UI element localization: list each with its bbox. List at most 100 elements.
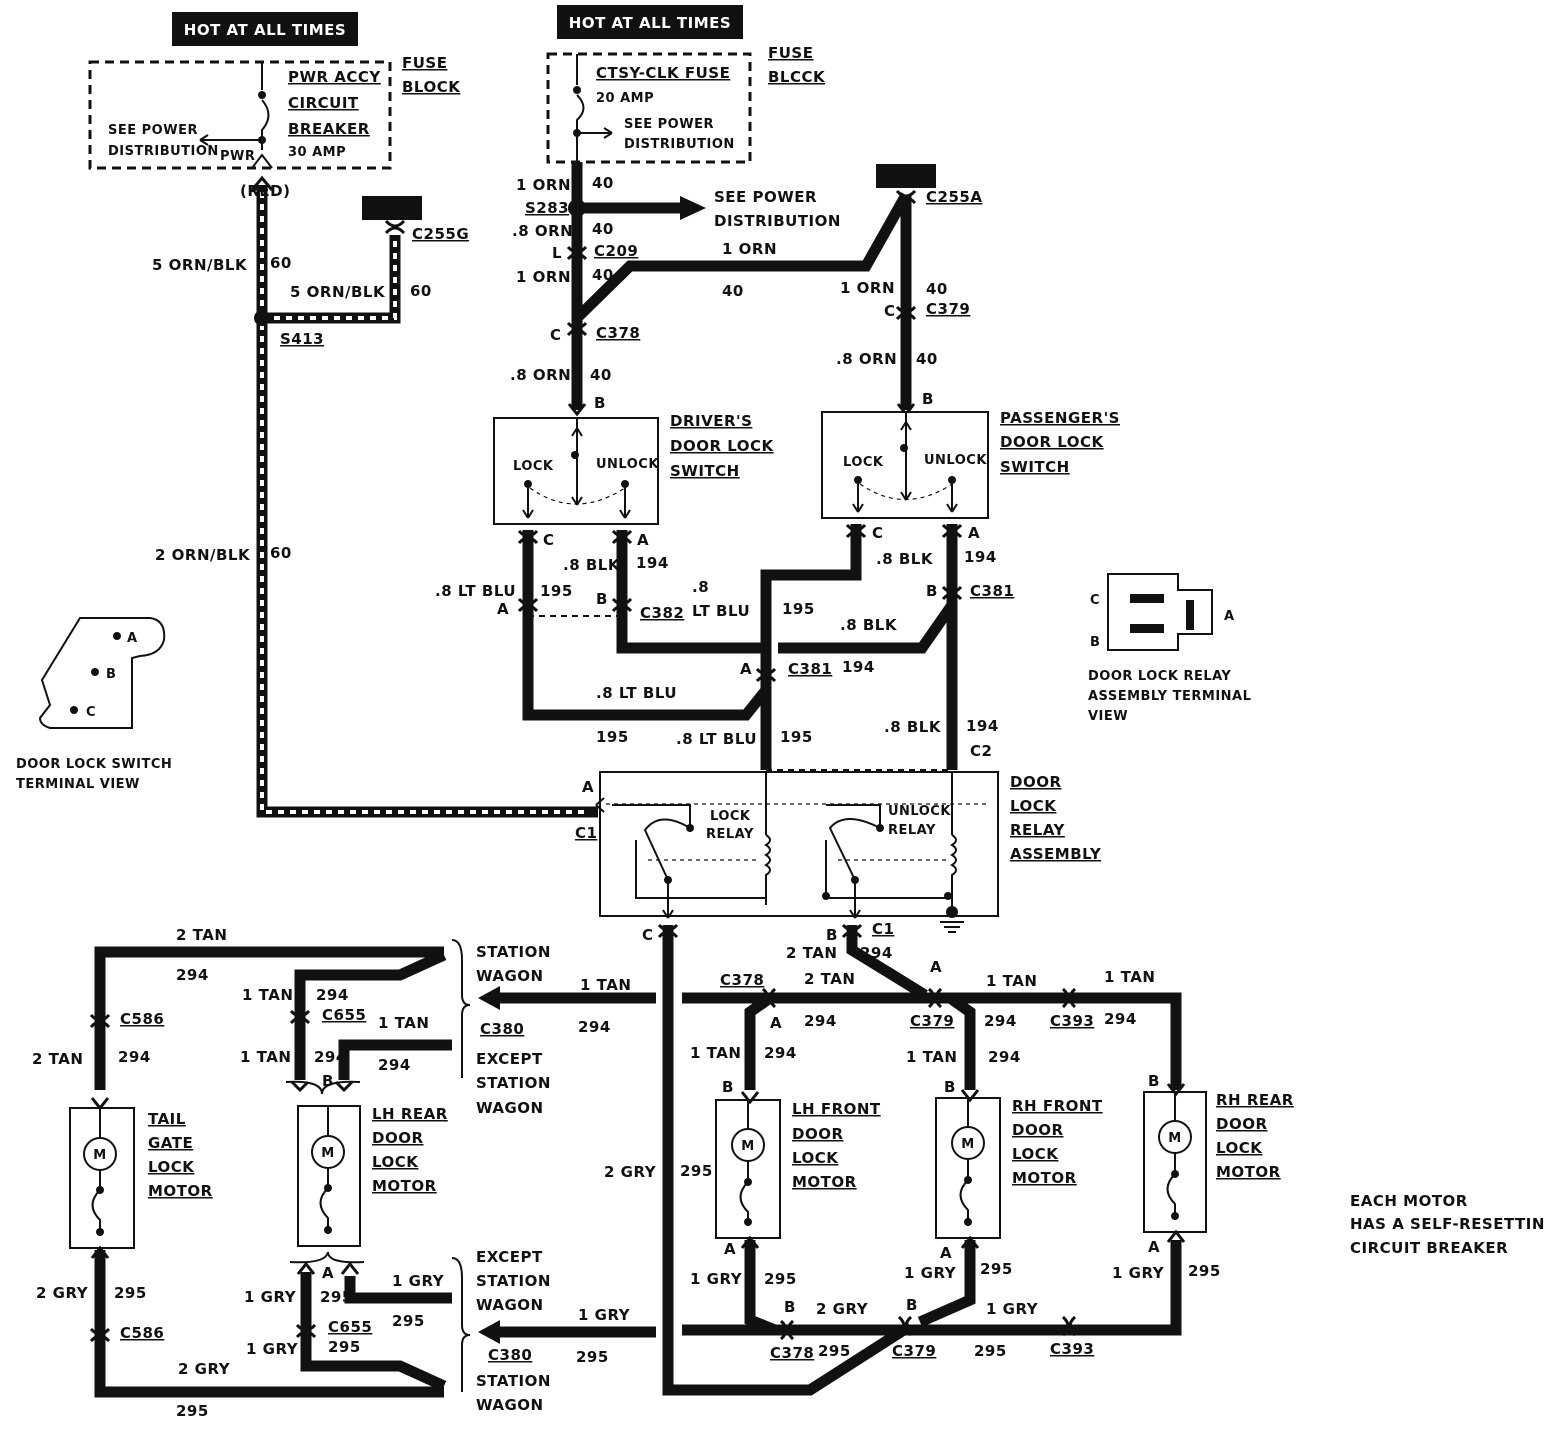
fuse-block-label-left: FUSE (402, 54, 447, 72)
svg-text:RELAY: RELAY (706, 827, 754, 842)
svg-text:WAGON: WAGON (476, 1099, 544, 1117)
c379-label-mid: C379 (910, 1012, 954, 1030)
c378-label-bottom: C378 (770, 1344, 814, 1362)
svg-text:DISTRIBUTION: DISTRIBUTION (624, 137, 735, 152)
svg-text:HOT AT ALL TIMES: HOT AT ALL TIMES (184, 21, 346, 39)
drivers-switch-label-1: DRIVER'S (670, 412, 752, 430)
svg-text:EXCEPT: EXCEPT (476, 1050, 543, 1068)
svg-text:40: 40 (592, 220, 614, 238)
svg-text:SEE POWER: SEE POWER (714, 188, 817, 206)
svg-text:295: 295 (114, 1284, 147, 1302)
svg-text:LOCK: LOCK (1216, 1139, 1263, 1157)
svg-text:.8 ORN: .8 ORN (512, 222, 573, 240)
svg-text:2 TAN: 2 TAN (32, 1050, 83, 1068)
ctsy-clk-fuse-label: CTSY-CLK FUSE (596, 64, 730, 82)
svg-text:B: B (1090, 635, 1100, 650)
svg-text:C: C (86, 705, 96, 720)
svg-text:DOOR: DOOR (792, 1125, 844, 1143)
svg-text:WAGON: WAGON (476, 967, 544, 985)
svg-text:A: A (724, 1240, 736, 1258)
hot-at-all-times-left: HOT AT ALL TIMES (172, 12, 358, 46)
svg-text:TERMINAL VIEW: TERMINAL VIEW (16, 777, 140, 792)
c381-label-center: C381 (788, 660, 832, 678)
svg-text:1 GRY: 1 GRY (690, 1270, 743, 1288)
svg-text:STATION: STATION (476, 1272, 551, 1290)
c378-label-top: C378 (596, 324, 640, 342)
svg-text:LOCK: LOCK (1012, 1145, 1059, 1163)
svg-text:B: B (596, 590, 608, 608)
svg-text:.8 BLK: .8 BLK (563, 556, 621, 574)
svg-text:.8 LT BLU: .8 LT BLU (435, 582, 516, 600)
svg-text:EACH MOTOR: EACH MOTOR (1350, 1192, 1468, 1210)
svg-text:PWR: PWR (220, 149, 255, 164)
svg-text:MOTOR: MOTOR (148, 1182, 213, 1200)
passengers-switch-label-1: PASSENGER'S (1000, 409, 1120, 427)
svg-text:20 AMP: 20 AMP (596, 91, 654, 106)
c378-label-mid: C378 (720, 971, 764, 989)
circuit-breaker-note: EACH MOTOR HAS A SELF-RESETTING CIRCUIT … (1350, 1192, 1544, 1257)
svg-text:60: 60 (410, 282, 432, 300)
svg-text:B: B (926, 582, 938, 600)
breaker-label-2: CIRCUIT (288, 94, 359, 112)
svg-text:294: 294 (1104, 1010, 1137, 1028)
svg-text:60: 60 (270, 254, 292, 272)
svg-text:294: 294 (118, 1048, 151, 1066)
svg-text:295: 295 (328, 1338, 361, 1356)
svg-text:294: 294 (804, 1012, 837, 1030)
svg-text:.8 LT BLU: .8 LT BLU (676, 730, 757, 748)
svg-text:A: A (582, 778, 594, 796)
power-feed-wiring: (RED) 5 ORN/BLK 60 5 ORN/BLK 60 C255G S4… (152, 162, 982, 818)
svg-text:C2: C2 (970, 742, 992, 760)
svg-text:C: C (872, 524, 884, 542)
svg-text:A: A (637, 531, 649, 549)
svg-text:C: C (1090, 593, 1100, 608)
svg-text:HOT AT ALL TIMES: HOT AT ALL TIMES (569, 14, 731, 32)
svg-text:A: A (1224, 609, 1235, 624)
svg-text:195: 195 (596, 728, 629, 746)
svg-text:.8 BLK: .8 BLK (840, 616, 898, 634)
svg-text:295: 295 (680, 1162, 713, 1180)
svg-text:LH REAR: LH REAR (372, 1105, 448, 1123)
svg-text:B: B (922, 390, 934, 408)
breaker-amp: 30 AMP (288, 145, 346, 160)
fuse-block-label-right: FUSE (768, 44, 813, 62)
svg-text:2 GRY: 2 GRY (604, 1163, 657, 1181)
svg-text:294: 294 (316, 986, 349, 1004)
svg-text:B: B (1148, 1072, 1160, 1090)
svg-text:40: 40 (722, 282, 744, 300)
svg-text:295: 295 (818, 1342, 851, 1360)
svg-text:RH REAR: RH REAR (1216, 1091, 1294, 1109)
c655-label-bottom: C655 (328, 1318, 372, 1336)
svg-text:DOOR: DOOR (372, 1129, 424, 1147)
relay-c1-label: C1 (575, 824, 597, 842)
svg-text:A: A (1148, 1238, 1160, 1256)
svg-text:DOOR LOCK SWITCH: DOOR LOCK SWITCH (16, 757, 172, 772)
svg-text:1 GRY: 1 GRY (246, 1340, 299, 1358)
svg-text:294: 294 (578, 1018, 611, 1036)
svg-text:SEE POWER: SEE POWER (108, 123, 198, 138)
svg-text:40: 40 (590, 366, 612, 384)
svg-text:2 ORN/BLK: 2 ORN/BLK (155, 546, 251, 564)
svg-text:194: 194 (636, 554, 669, 572)
svg-text:WAGON: WAGON (476, 1296, 544, 1314)
svg-text:MOTOR: MOTOR (792, 1173, 857, 1191)
svg-text:1 GRY: 1 GRY (904, 1264, 957, 1282)
svg-text:B: B (722, 1078, 734, 1096)
svg-text:LOCK: LOCK (372, 1153, 419, 1171)
svg-text:ASSEMBLY TERMINAL: ASSEMBLY TERMINAL (1088, 689, 1251, 704)
svg-text:LOCK: LOCK (792, 1149, 839, 1167)
svg-text:1 GRY: 1 GRY (392, 1272, 445, 1290)
svg-text:DISTRIBUTION: DISTRIBUTION (714, 212, 841, 230)
svg-text:M: M (741, 1139, 754, 1154)
c381-label-right: C381 (970, 582, 1014, 600)
svg-text:.8 LT BLU: .8 LT BLU (596, 684, 677, 702)
drivers-door-lock-switch: LOCK UNLOCK DRIVER'S DOOR LOCK SWITCH (493, 412, 774, 525)
svg-text:2 TAN: 2 TAN (176, 926, 227, 944)
svg-text:1 ORN: 1 ORN (516, 176, 571, 194)
svg-text:5 ORN/BLK: 5 ORN/BLK (290, 283, 386, 301)
svg-text:.8: .8 (692, 578, 709, 596)
svg-text:(RED): (RED) (240, 182, 290, 200)
svg-text:MOTOR: MOTOR (1216, 1163, 1281, 1181)
svg-text:295: 295 (1188, 1262, 1221, 1280)
tailgate-lock-motor: M TAIL GATE LOCK MOTOR (69, 1097, 213, 1259)
